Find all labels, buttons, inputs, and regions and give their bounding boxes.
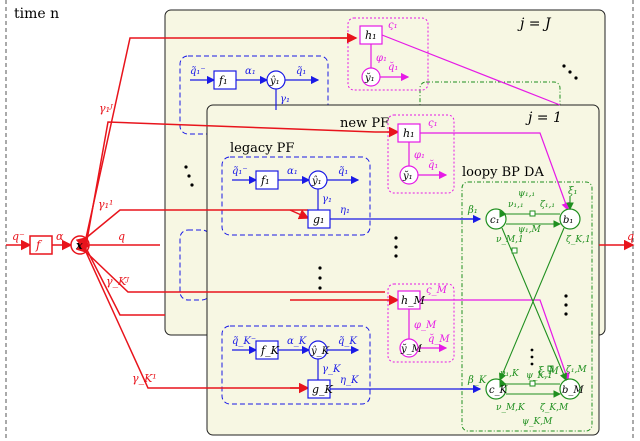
nu11-label: ν₁,₁	[508, 200, 524, 210]
new-pf-box-1	[387, 114, 455, 194]
new-pf-label: new PF	[340, 116, 389, 131]
x-label: x	[75, 239, 83, 252]
red-line-c	[86, 249, 165, 316]
nuMK-label: ν_M,K	[496, 403, 526, 413]
f-label: f	[35, 238, 43, 252]
loopy-bp-box	[461, 181, 593, 432]
q1-tilde-minus-label: q̃₁⁻	[232, 166, 248, 177]
zetaK1-label: ζ_K,1	[566, 235, 591, 245]
gammaK-label: γ_K	[322, 364, 341, 375]
bM-label: b_M	[562, 385, 584, 396]
q1-tilde-label: q̃₁	[338, 166, 348, 177]
legacy-pf-box-1	[221, 156, 371, 236]
back-q1-label: q̃₁⁻	[190, 66, 206, 77]
alpha-label: α	[56, 230, 64, 243]
phiM-label: φ_M	[414, 320, 437, 331]
y1-label: ŷ₁	[311, 176, 322, 187]
xiM-label: ξ_M	[538, 366, 560, 377]
gamma-11-line	[75, 209, 308, 248]
xi1-top-label: ς₁	[428, 118, 438, 129]
time-label: time n	[14, 6, 59, 22]
qK-tilde-minus-label: q̃_K⁻	[232, 336, 256, 347]
zetaKM-label: ζ_K,M	[540, 403, 569, 413]
back-gamma1-label: γ₁	[280, 94, 290, 105]
phi1-label: φ₁	[414, 150, 425, 161]
yK-label: ŷ_K	[310, 346, 330, 357]
c1-label: c₁	[490, 215, 500, 226]
red-line-b	[86, 121, 376, 241]
psiKM-label: ψ_K,M	[522, 417, 553, 427]
back-phi1-label: φ₁	[376, 53, 387, 64]
gamma-K1-line	[77, 241, 308, 389]
legacy-pf-box-K	[221, 325, 371, 405]
qK-tilde-label: q̃_K	[338, 336, 357, 347]
back-xi1-label: ς₁	[388, 20, 398, 31]
zeta1M-label: ζ₁,M	[566, 365, 587, 375]
back-newpf-box	[347, 17, 429, 91]
alpha1-label: α₁	[287, 166, 298, 177]
betaK-label: β_K	[467, 375, 487, 386]
psi11-label: ψ₁,₁	[518, 189, 535, 199]
q-label: q	[118, 230, 125, 243]
hM-label: h_M	[401, 294, 426, 307]
back-h1-line	[381, 34, 561, 106]
back-legacy-box-k	[179, 229, 211, 301]
legacy-pf-label: legacy PF	[230, 141, 294, 156]
ellipsis-dots	[184, 64, 578, 366]
xiM-top-label: ς_M	[426, 285, 448, 296]
q-out-label: q	[627, 230, 634, 243]
back-q1-check-label: q̆₁	[388, 62, 398, 73]
gamma-1J-label: γ₁ᴶ	[99, 102, 114, 115]
gamma1-label: γ₁	[322, 194, 332, 205]
gamma-KJ-line	[75, 241, 385, 293]
edge-b1-cK	[499, 227, 565, 382]
back-q1t-label: q̃₁	[296, 66, 306, 77]
g1-label: g₁	[313, 213, 324, 226]
psi11-factor	[529, 210, 536, 217]
qM-check-label: q̆_M	[428, 334, 450, 345]
gamma-K1-label: γ_K¹	[132, 372, 157, 385]
zeta11-label: ζ₁,₁	[540, 200, 555, 210]
gK-label: g_K	[312, 383, 334, 396]
xi1-label: ξ₁	[568, 186, 578, 197]
cK-label: c_K	[489, 385, 508, 396]
nuM1-label: ν_M,1	[496, 235, 524, 245]
f-node	[29, 235, 53, 255]
q-minus-label: q⁻	[12, 230, 25, 243]
j-1-label: j = 1	[525, 110, 562, 126]
alphaK-label: α_K	[287, 336, 307, 347]
f1-label: f₁	[260, 174, 269, 187]
back-h1-label: h₁	[365, 29, 377, 42]
q1-check-label: q̆₁	[428, 160, 438, 171]
psiK1-factor	[547, 365, 554, 372]
hM-to-bM	[420, 299, 570, 382]
psi1M-label: ψ₁,M	[518, 225, 542, 235]
new-pf-box-M	[387, 283, 455, 363]
psi1M-factor	[511, 247, 518, 254]
bM-node	[559, 378, 581, 400]
eta1-label: η₁	[340, 205, 350, 216]
h1-label: h₁	[403, 127, 415, 140]
j-J-label: j = J	[517, 16, 552, 32]
beta1-label: β₁	[467, 205, 478, 216]
psiK1-label: ψ_K,1	[526, 371, 553, 381]
back-f1-label: f₁	[218, 74, 227, 87]
back-alpha1-label: α₁	[245, 66, 256, 77]
nu1K-label: ν₁,K	[500, 369, 520, 379]
gamma-1J-line	[78, 37, 355, 248]
fK-label: f_K	[260, 344, 280, 357]
to-g1	[289, 209, 310, 220]
loopy-bp-label: loopy BP DA	[462, 165, 544, 180]
back-y1-check-label: y̆₁	[364, 73, 375, 84]
yM-check-label: y̆_M	[400, 344, 423, 355]
psiKM-factor	[529, 380, 536, 387]
gamma-KJ-label: γ_Kᴶ	[106, 275, 130, 288]
back-y1-label: ŷ₁	[269, 76, 280, 87]
etaK-label: η_K	[340, 375, 359, 386]
gamma-11-label: γ₁¹	[98, 198, 113, 211]
y1-check-label: y̆₁	[402, 171, 413, 182]
h1-to-b1	[420, 132, 570, 212]
b1-label: b₁	[563, 215, 573, 226]
